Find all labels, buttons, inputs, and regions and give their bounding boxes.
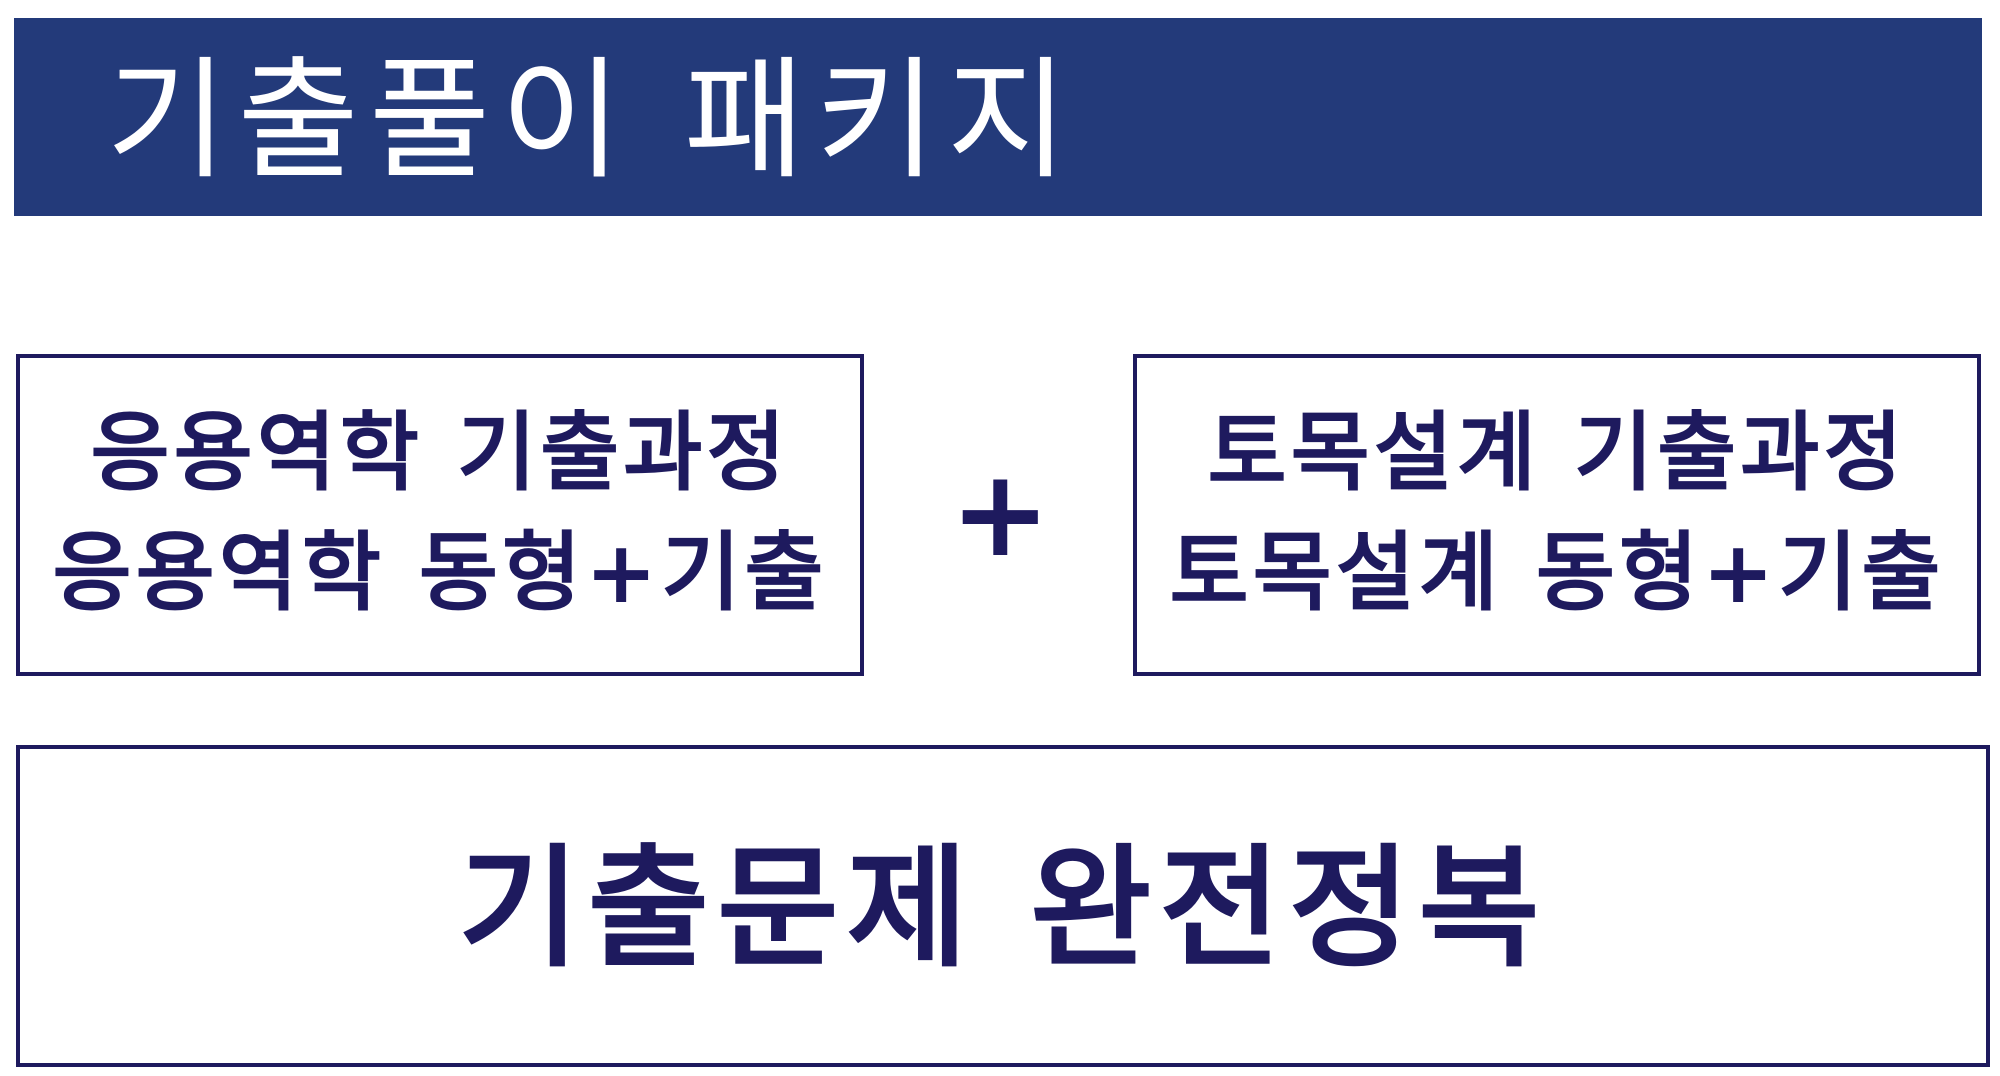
plus-sign: + — [950, 445, 1051, 584]
course-line-1: 응용역학 기출과정 — [90, 403, 790, 503]
course-line-2: 응용역학 동형+기출 — [52, 523, 828, 623]
course-box-applied-mechanics: 응용역학 기출과정 응용역학 동형+기출 — [16, 354, 864, 676]
summary-box: 기출문제 완전정복 — [16, 745, 1990, 1067]
header-banner: 기출풀이 패키지 — [14, 18, 1982, 216]
course-line-2: 토목설계 동형+기출 — [1169, 523, 1945, 623]
course-line-1: 토목설계 기출과정 — [1207, 403, 1907, 503]
course-box-civil-design: 토목설계 기출과정 토목설계 동형+기출 — [1133, 354, 1981, 676]
banner-title: 기출풀이 패키지 — [106, 44, 1079, 198]
summary-text: 기출문제 완전정복 — [458, 832, 1548, 986]
